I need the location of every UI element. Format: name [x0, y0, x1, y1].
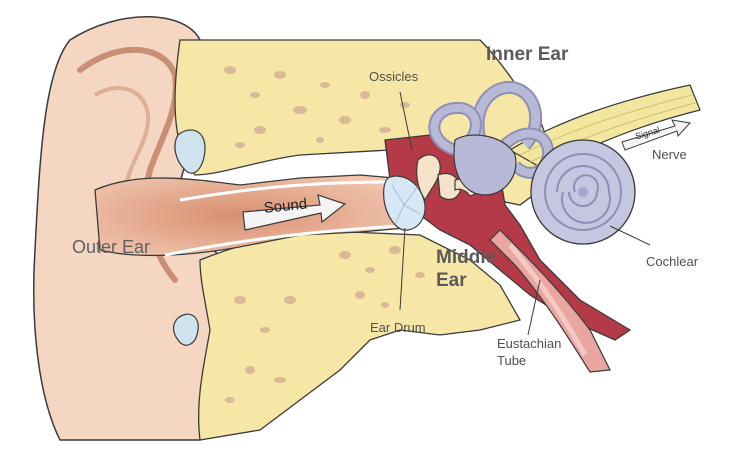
label-middle-ear-line1: Middle — [436, 247, 496, 269]
label-middle-ear-line2: Ear — [436, 270, 467, 292]
label-inner-ear: Inner Ear — [486, 44, 568, 66]
label-eustachian-line1: Eustachian — [497, 337, 561, 352]
label-nerve: Nerve — [652, 148, 687, 163]
label-ear-drum: Ear Drum — [370, 321, 426, 336]
cochlea-shape — [531, 140, 635, 244]
label-cochlear: Cochlear — [646, 255, 698, 270]
label-outer-ear: Outer Ear — [72, 237, 150, 258]
label-ossicles: Ossicles — [369, 70, 418, 85]
label-eustachian-line2: Tube — [497, 354, 526, 369]
